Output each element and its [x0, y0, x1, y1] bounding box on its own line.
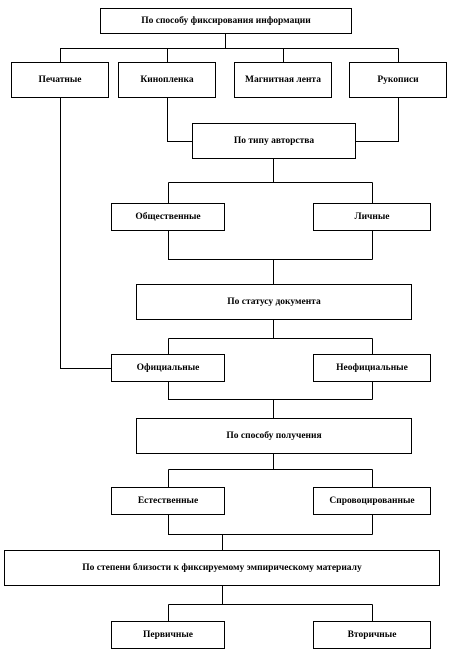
- connector-status-bus: [168, 320, 373, 339]
- connector-proximity-bus: [168, 586, 373, 605]
- node-natural: Естественные: [111, 487, 225, 515]
- node-magnetic-tape: Магнитная лента: [234, 62, 332, 98]
- node-primary: Первичные: [111, 621, 225, 649]
- node-secondary: Вторичные: [313, 621, 431, 649]
- connector-method-bus: [168, 454, 373, 470]
- connector-print-official: [60, 98, 111, 369]
- node-unofficial: Неофициальные: [313, 354, 431, 382]
- connector-film-author: [167, 98, 192, 142]
- node-film: Кинопленка: [118, 62, 216, 98]
- connector-author-bus: [168, 159, 373, 183]
- node-provoked: Спровоцированные: [313, 487, 431, 515]
- connector-natural-proximity: [168, 515, 373, 550]
- node-acquisition-method: По способу получения: [136, 418, 412, 454]
- connector-hand-author: [356, 98, 399, 142]
- node-manuscripts: Рукописи: [349, 62, 447, 98]
- node-public: Общественные: [111, 203, 225, 231]
- connector-root-bus: [60, 34, 399, 49]
- node-root-fixation-method: По способу фиксирования информации: [100, 8, 352, 34]
- connector-official-method: [168, 382, 373, 418]
- node-authorship-type: По типу авторства: [192, 123, 356, 159]
- node-personal: Личные: [313, 203, 431, 231]
- node-document-status: По статусу документа: [136, 284, 412, 320]
- node-official: Официальные: [111, 354, 225, 382]
- connector-public-status: [168, 231, 373, 284]
- node-printed: Печатные: [11, 62, 109, 98]
- node-proximity-degree: По степени близости к фиксируемому эмпир…: [4, 550, 440, 586]
